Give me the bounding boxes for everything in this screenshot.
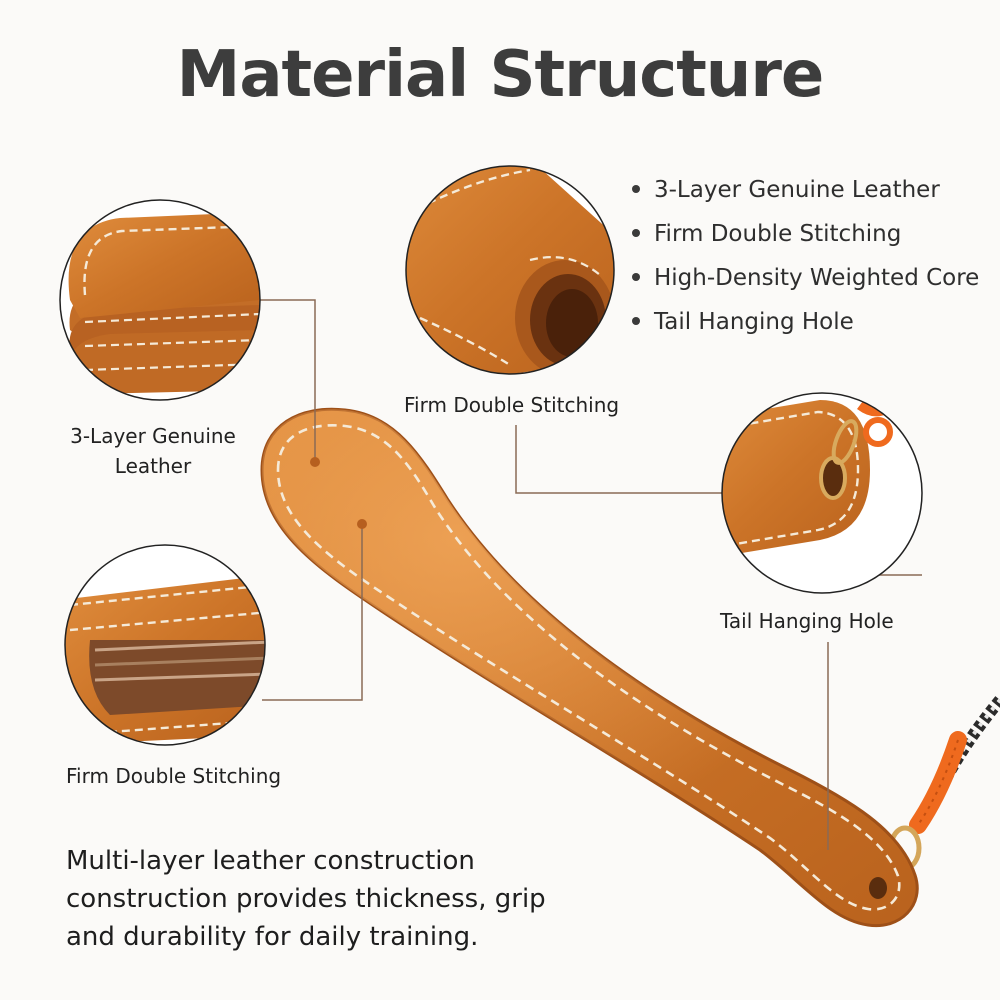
feature-item: High-Density Weighted Core <box>632 256 979 300</box>
detail-circle-stitch-top <box>405 165 615 375</box>
callout-label-hole: Tail Hanging Hole <box>720 609 894 633</box>
feature-list: 3-Layer Genuine Leather Firm Double Stit… <box>632 168 979 344</box>
detail-circle-stitch-left <box>64 544 266 746</box>
page-title: Material Structure <box>176 38 825 112</box>
callout-label-layers: 3-Layer Genuine Leather <box>70 424 236 478</box>
callout-label-stitch-top: Firm Double Stitching <box>404 393 620 417</box>
callout-label-stitch-left: Firm Double Stitching <box>66 764 282 788</box>
detail-circle-layers <box>59 199 261 401</box>
feature-item: 3-Layer Genuine Leather <box>632 168 979 212</box>
feature-item: Firm Double Stitching <box>632 212 979 256</box>
callout-lines <box>258 299 922 850</box>
feature-item: Tail Hanging Hole <box>632 300 979 344</box>
callout-dot <box>357 519 367 529</box>
leather-tug <box>260 407 919 928</box>
bullet-icon <box>632 272 640 281</box>
callout-line-layers <box>258 299 316 462</box>
detail-circle-hole <box>721 392 923 594</box>
bullet-icon <box>632 228 640 237</box>
callout-line-stitch-left <box>262 524 363 701</box>
bullet-icon <box>632 184 640 193</box>
description-text: Multi-layer leather construction constru… <box>66 846 546 952</box>
rope-leash <box>888 696 1000 871</box>
bullet-icon <box>632 316 640 325</box>
callout-dot <box>310 457 320 467</box>
callout-line-stitch-top <box>515 425 722 494</box>
